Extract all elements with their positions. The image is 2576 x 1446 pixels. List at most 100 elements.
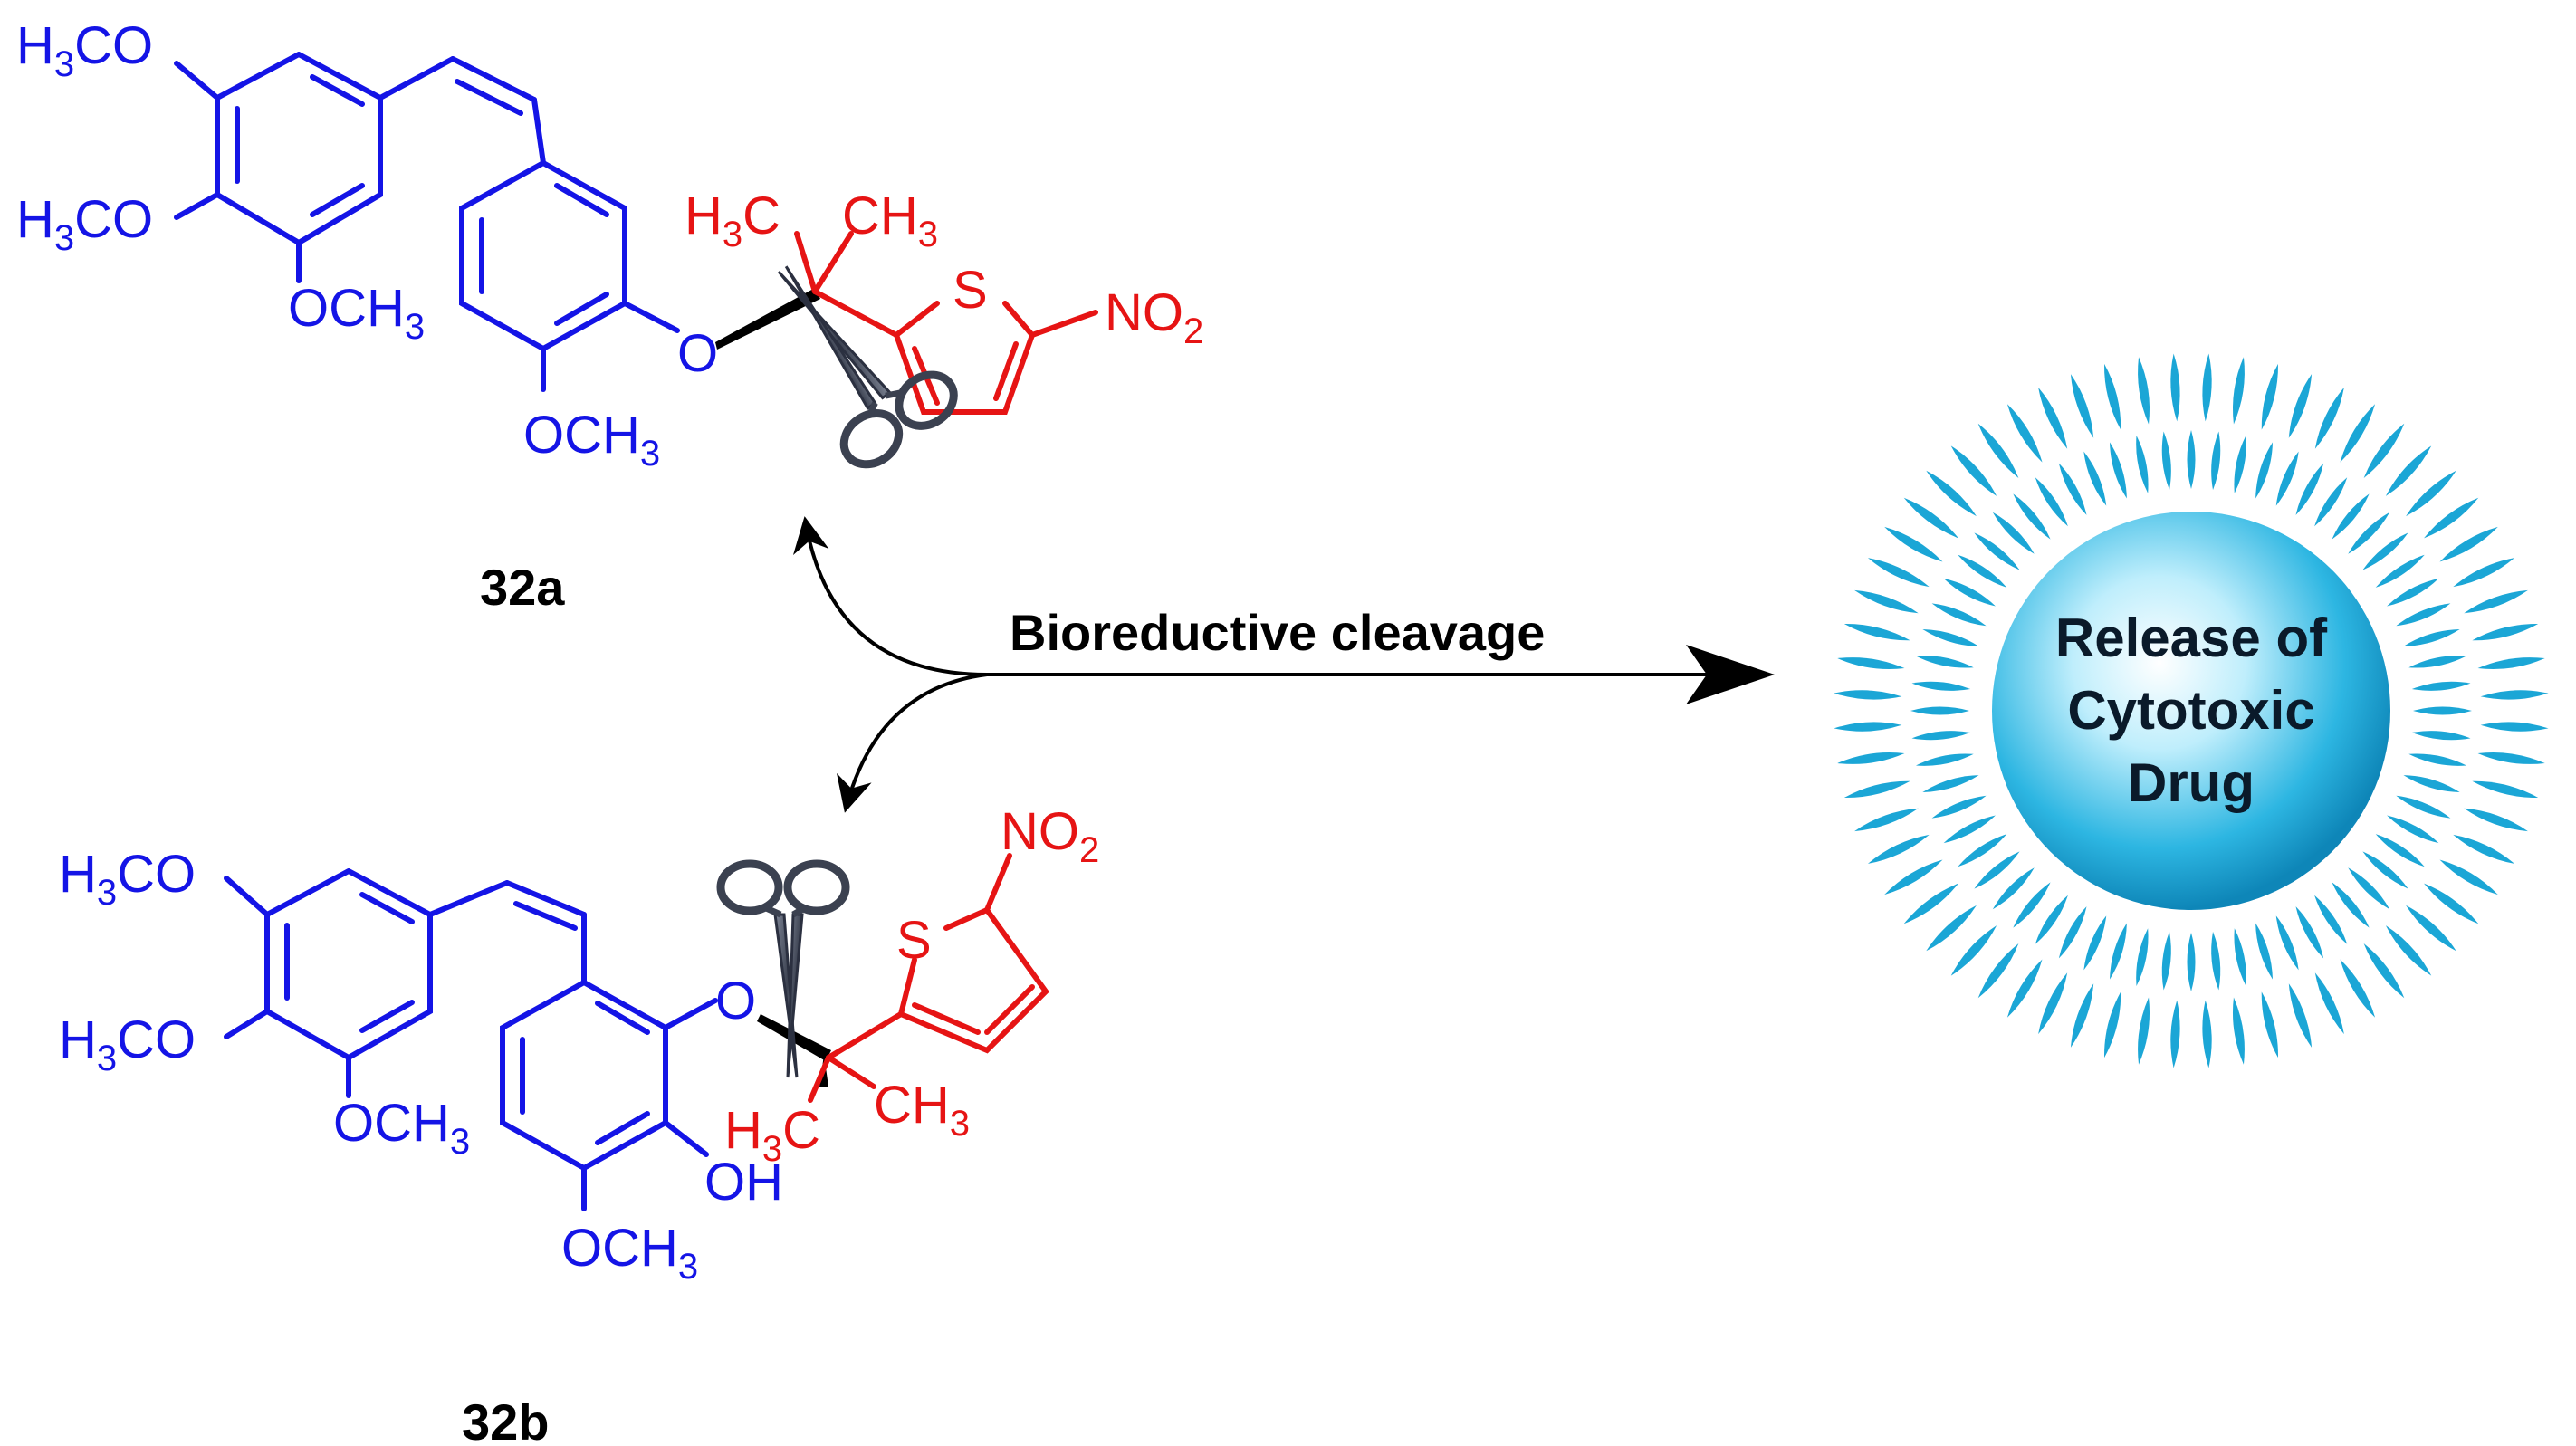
burst-ray [2480, 722, 2549, 732]
release-burst-icon: Release of Cytotoxic Drug [1834, 353, 2549, 1068]
burst-ray [1843, 624, 1910, 641]
burst-ray [1922, 775, 1979, 792]
burst-ray [2375, 834, 2425, 867]
burst-ray [1911, 731, 1971, 741]
burst-ray [2439, 526, 2498, 562]
burst-ray [2013, 882, 2051, 928]
32a-drug-bonds [174, 52, 680, 392]
burst-ray [2362, 851, 2408, 889]
burst-ray [2408, 753, 2467, 766]
burst-ray [2295, 463, 2324, 515]
32b-sulfur: S [896, 911, 932, 970]
burst-ray [1974, 532, 2020, 570]
burst-ray [1943, 578, 1996, 607]
burst-ray [2070, 374, 2094, 438]
32a-methyl-right: CH3 [842, 187, 938, 254]
burst-ray [2439, 859, 2498, 895]
burst-ray [1843, 780, 1910, 798]
arrow-to-32a [792, 516, 988, 676]
burst-ray [2453, 834, 2515, 864]
burst-ray [1854, 808, 1919, 832]
burst-ray [1854, 589, 1919, 614]
burst-ray [2387, 815, 2439, 844]
burst-ray [2211, 931, 2221, 991]
32b-methyl-right: CH3 [874, 1076, 970, 1144]
burst-ray [2013, 493, 2051, 540]
burst-ray [2472, 780, 2539, 798]
burst-ray [2035, 895, 2068, 944]
burst-ray [2232, 357, 2245, 425]
burst-ray [2314, 477, 2348, 527]
32a-trigger-bonds [794, 231, 1098, 415]
32b-hydroxyl: OH [704, 1153, 783, 1211]
burst-ray [2038, 387, 2068, 449]
burst-ray [2110, 923, 2127, 980]
32a-ome1: H3CO [16, 16, 153, 84]
burst-ray [2406, 905, 2456, 952]
burst-ray [2261, 991, 2278, 1058]
release-line-2: Cytotoxic [2067, 680, 2314, 741]
burst-ray [2234, 435, 2246, 493]
burst-ray [2363, 943, 2405, 999]
burst-ray [1884, 526, 1943, 562]
burst-ray [2170, 1000, 2180, 1068]
burst-ray [2408, 656, 2467, 668]
burst-ray [2396, 603, 2451, 627]
burst-ray [2362, 532, 2408, 570]
burst-ray [2261, 363, 2278, 430]
burst-ray [2403, 775, 2460, 792]
burst-ray [2411, 681, 2471, 691]
burst-ray [1977, 423, 2019, 478]
burst-ray [2406, 470, 2456, 517]
burst-ray [2202, 353, 2212, 422]
burst-ray [2275, 451, 2299, 506]
burst-ray [2413, 706, 2472, 715]
burst-ray [2464, 808, 2528, 832]
burst-ray [2340, 959, 2376, 1018]
burst-ray [2211, 431, 2221, 491]
burst-ray [2314, 972, 2344, 1035]
burst-ray [2464, 589, 2528, 614]
32a-nitro: NO2 [1105, 283, 1203, 351]
burst-ray [2385, 925, 2432, 976]
burst-ray [2348, 867, 2390, 910]
burst-ray [2314, 895, 2348, 944]
forceps-icon-b [716, 859, 850, 1078]
burst-ray [2403, 629, 2460, 646]
burst-ray [1884, 859, 1943, 895]
release-line-1: Release of [2055, 608, 2328, 668]
32a-methyl-left: H3C [685, 187, 780, 254]
32a-ether-oxygen: O [677, 324, 718, 383]
reaction-arrows: Bioreductive cleavage [792, 516, 1775, 813]
burst-ray [2234, 928, 2246, 987]
burst-ray [1837, 752, 1905, 764]
burst-ray [1992, 867, 2035, 910]
burst-ray [2472, 624, 2539, 641]
burst-ray [2332, 493, 2370, 540]
32b-ether-oxygen: O [715, 972, 756, 1030]
burst-ray [1992, 512, 2035, 554]
burst-ray [2255, 442, 2273, 499]
burst-ray [2202, 1000, 2212, 1068]
32b-ome3: OCH3 [333, 1094, 470, 1162]
release-sphere [1992, 512, 2390, 910]
arrow-main-head [1686, 645, 1775, 704]
burst-ray [2387, 578, 2439, 607]
burst-ray [1867, 834, 1930, 864]
burst-ray [2340, 404, 2376, 463]
burst-ray [1958, 834, 2007, 867]
burst-ray [1910, 706, 1969, 715]
burst-ray [2058, 463, 2087, 515]
burst-ray [2411, 731, 2471, 741]
burst-ray [2110, 442, 2127, 499]
32a-ome4: OCH3 [523, 406, 660, 474]
32a-sulfur: S [953, 261, 988, 320]
burst-ray [1943, 815, 1996, 844]
burst-ray [2187, 933, 2196, 991]
burst-ray [2332, 882, 2370, 928]
compound-32b: H3CO H3CO OCH3 OCH3 O OH H3C CH3 S NO2 [59, 802, 1099, 1446]
burst-rays [1834, 353, 2549, 1068]
32b-trigger-bonds [808, 853, 1049, 1103]
burst-ray [2058, 906, 2087, 959]
